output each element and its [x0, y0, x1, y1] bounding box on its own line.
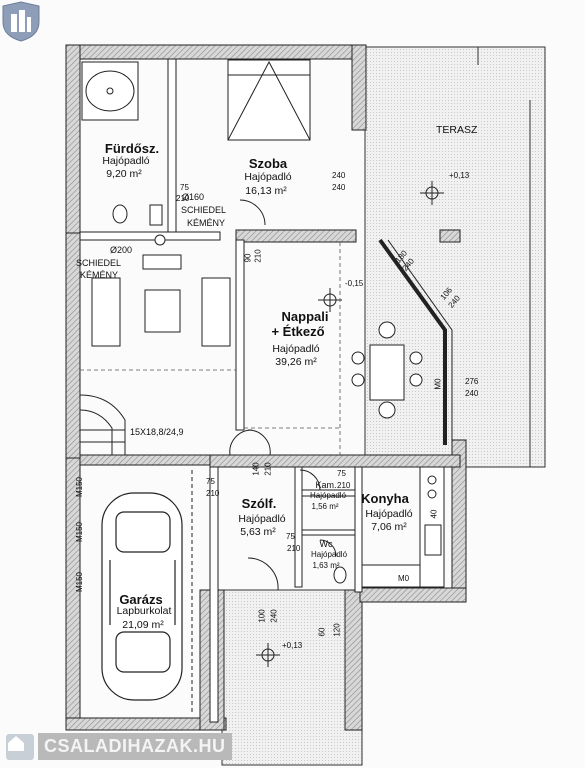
living-floor: Hajópadló: [272, 343, 320, 355]
dim-90: 90: [243, 253, 253, 263]
brand-watermark: CSALADIHAZAK.HU: [6, 733, 232, 760]
chimney1-line2: KÉMÉNY: [187, 218, 226, 228]
dim-m0a: M0: [433, 378, 443, 390]
dim-75d: 75: [286, 532, 295, 541]
dim-60: 60: [317, 627, 327, 637]
chimney1-line1: SCHIEDEL: [181, 205, 227, 215]
dim-120: 120: [332, 623, 342, 637]
dim-210f: 210: [287, 544, 301, 553]
living-name-line2: + Étkező: [271, 324, 325, 339]
bathroom-area: 9,20 m²: [106, 168, 142, 180]
sofa-set: [91, 254, 231, 347]
brand-logo-icon: [6, 733, 34, 760]
chimney2-line2: KÉMÉNY: [80, 270, 119, 280]
dim-240b: 240: [332, 183, 346, 192]
kitchen-name: Konyha: [361, 491, 409, 506]
garage-area: 21,09 m²: [122, 619, 164, 631]
living-name-line1: Nappali: [281, 309, 329, 324]
dim-75a: 75: [180, 183, 189, 192]
level-living: -0,15: [345, 279, 364, 288]
chimney1-size: Ø160: [182, 192, 205, 202]
dim-210c: 210: [206, 489, 220, 498]
bathtub: [81, 61, 139, 121]
dim-40: 40: [429, 509, 439, 519]
brand-name: CSALADIHAZAK.HU: [38, 733, 232, 760]
dining-set: [351, 321, 423, 419]
living-area: 39,26 m²: [275, 356, 317, 368]
storage-name: Kam.: [315, 480, 337, 490]
dim-m150a: M150: [75, 476, 85, 498]
dim-240f: 240: [269, 609, 279, 623]
storage-area: 1,56 m²: [311, 502, 339, 511]
bathroom-toilet: [112, 204, 128, 224]
bay-window-wall: [378, 238, 447, 445]
pantry-floor: Hajópadló: [238, 513, 286, 525]
dim-140: 140: [251, 462, 261, 476]
bedroom-area: 16,13 m²: [245, 185, 287, 197]
dim-75b: 75: [206, 477, 215, 486]
door-swings: [229, 199, 337, 591]
level-terrace: +0,13: [449, 171, 470, 180]
dim-100: 100: [257, 609, 267, 623]
chimney2-line1: SCHIEDEL: [76, 258, 122, 268]
dim-276: 276: [465, 377, 479, 386]
level-entry: +0,13: [282, 641, 303, 650]
bathroom-name: Fürdősz.: [104, 141, 160, 156]
dim-210e: 210: [337, 481, 351, 490]
terrace-name: TERASZ: [436, 124, 478, 136]
dim-240e: 240: [465, 389, 479, 398]
chimney2-size: Ø200: [110, 245, 133, 255]
staircase: [79, 394, 126, 455]
pantry-area: 5,63 m²: [240, 526, 276, 538]
car: [101, 492, 183, 701]
level-markers: [256, 181, 444, 667]
dim-m0b: M0: [398, 574, 410, 583]
wc-floor: Hajópadló: [310, 550, 348, 559]
outer-walls: [65, 44, 467, 731]
wc-area: 1,63 m²: [312, 561, 340, 570]
wc-name: Wc: [319, 539, 333, 549]
dim-m150b: M150: [75, 521, 85, 543]
dim-210d: 210: [263, 462, 273, 476]
dim-210a: 210: [176, 194, 190, 203]
pantry-name: Szólf.: [241, 496, 277, 511]
garage-name: Garázs: [119, 592, 163, 607]
dim-75c: 75: [337, 469, 346, 478]
dim-m150c: M150: [75, 571, 85, 593]
bed: [227, 59, 311, 141]
dim-240a: 240: [332, 171, 346, 180]
dim-210b: 210: [253, 249, 263, 263]
inner-walls: [79, 58, 363, 723]
shield-logo-icon: [2, 1, 40, 42]
kitchen-counter: [361, 466, 445, 588]
bathroom-floor: Hajópadló: [102, 155, 150, 167]
wc-toilet: [333, 566, 347, 584]
entry-porch: [221, 589, 363, 766]
kitchen-floor: Hajópadló: [365, 508, 413, 520]
storage-floor: Hajópadló: [309, 491, 347, 500]
bedroom-floor: Hajópadló: [244, 171, 292, 183]
garage-floor: Lapburkolat: [116, 605, 172, 617]
kitchen-area: 7,06 m²: [371, 521, 407, 533]
bedroom-name: Szoba: [248, 156, 288, 171]
stairs-spec: 15X18,8/24,9: [130, 427, 184, 437]
